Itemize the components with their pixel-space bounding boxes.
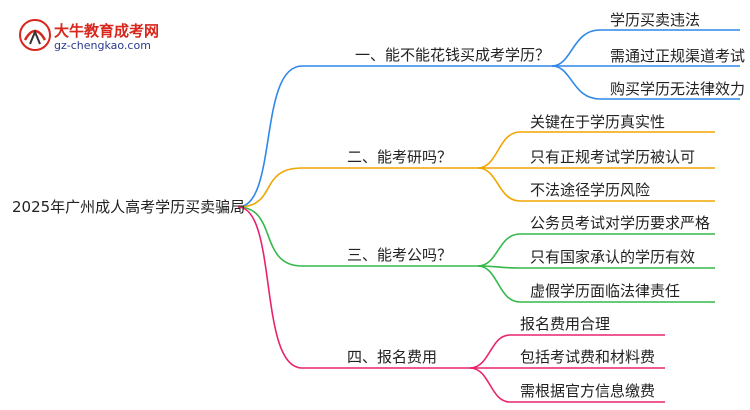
root-topic: 2025年广州成人高考学历买卖骗局 [12, 198, 246, 216]
leaf-3-3: 虚假学历面临法律责任 [530, 282, 681, 300]
leaf-2-1: 关键在于学历真实性 [530, 113, 666, 131]
leaf-2-3-connector [477, 167, 715, 202]
leaf-4-2: 包括考试费和材料费 [520, 348, 656, 366]
logo-name: 大牛教育成考网 [54, 22, 160, 40]
leaf-1-1-connector [551, 29, 740, 67]
branch-2-label: 二、能考研吗？ [347, 148, 453, 166]
leaf-1-3-connector [551, 65, 740, 100]
leaf-4-1-connector [469, 334, 665, 369]
leaf-3-3-connector [477, 265, 715, 303]
branch-1-label: 一、能不能花钱买成考学历？ [355, 46, 551, 64]
branch-2-connector [237, 167, 478, 208]
leaf-2-3: 不法途径学历风险 [530, 181, 651, 199]
branch-4-label: 四、报名费用 [347, 348, 438, 366]
leaf-3-1-connector [477, 233, 715, 267]
branch-1-connector [237, 65, 552, 208]
leaf-1-3: 购买学历无法律效力 [610, 80, 746, 98]
leaf-2-2: 只有正规考试学历被认可 [530, 148, 696, 166]
leaf-4-3: 需根据官方信息缴费 [520, 382, 656, 400]
leaf-1-2: 需通过正规渠道考试 [610, 47, 746, 65]
leaf-4-3-connector [469, 367, 665, 403]
leaf-2-1-connector [477, 131, 715, 169]
site-logo: 大牛教育成考网 gz-chengkao.com [18, 18, 160, 54]
leaf-1-1: 学历买卖违法 [610, 11, 701, 29]
branch-3-label: 三、能考公吗？ [347, 246, 453, 264]
branch-3-connector [237, 206, 478, 267]
leaf-4-1: 报名费用合理 [520, 315, 611, 333]
leaf-3-2-connector [477, 265, 715, 269]
leaf-3-1: 公务员考试对学历要求严格 [530, 214, 711, 232]
logo-badge-icon [19, 19, 51, 51]
logo-url: gz-chengkao.com [54, 39, 151, 52]
branch-4-connector [237, 206, 470, 369]
leaf-3-2: 只有国家承认的学历有效 [530, 248, 696, 266]
